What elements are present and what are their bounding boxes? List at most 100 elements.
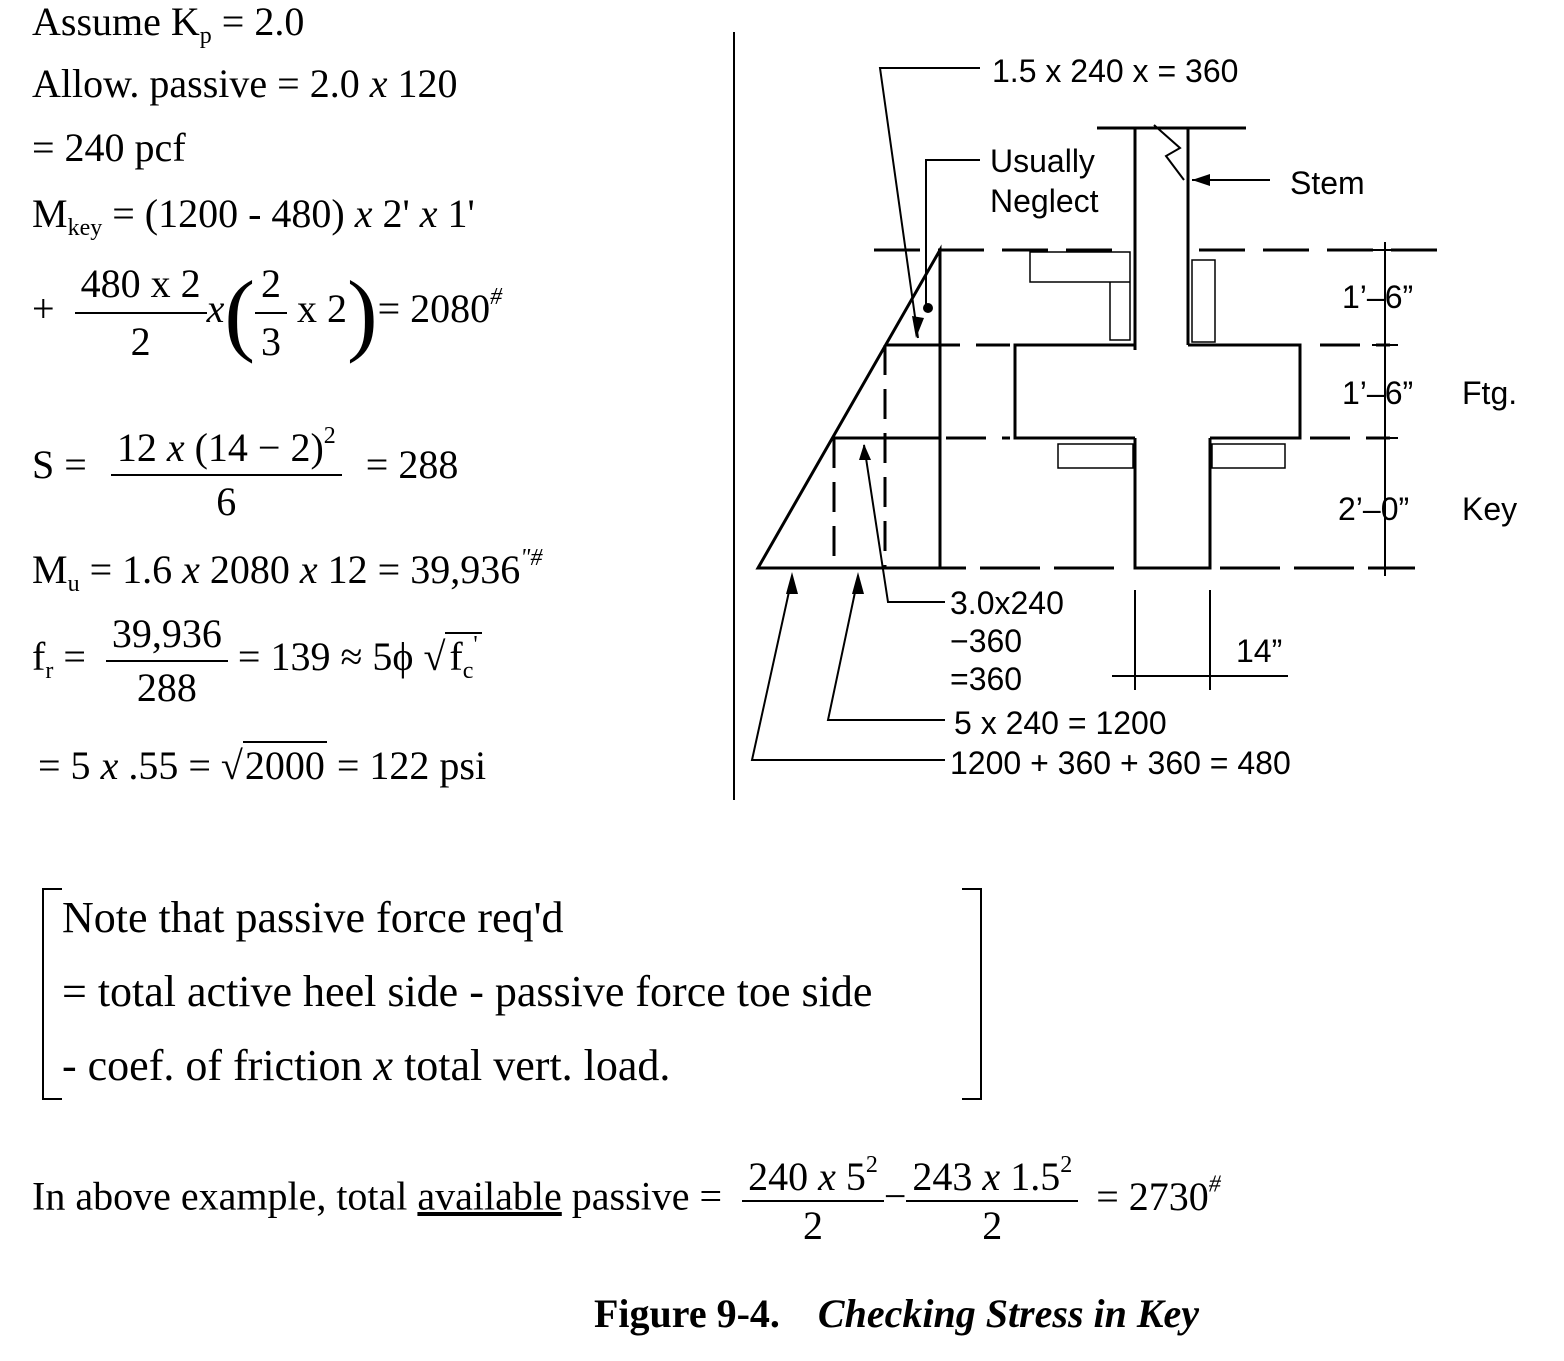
footing-outline [1013,343,1302,440]
sqrt-fc: √fc' [423,619,482,697]
fr-fraction: 39,936 288 [105,608,228,714]
passive-pressure-triangle [755,244,942,570]
psi-line: = 5 x .55 = √2000 = 122 psi [38,741,486,788]
stem-label: Stem [1290,165,1365,201]
times-symbol: x [982,1154,1001,1199]
times-symbol: x [182,547,200,592]
fc-prime: ' [473,632,478,659]
arrowhead [786,572,798,594]
exponent: 2 [323,423,336,449]
times-two: x 2 [296,286,347,332]
mkey-m: M [32,191,68,236]
dim-1-6-upper: 1’–6” [1342,279,1413,315]
fr-equals: = [53,634,86,680]
note-line-3-b: total vert. load. [393,1041,671,1090]
times-symbol: x [373,1041,394,1090]
allow-passive-value: 120 [387,61,458,106]
times-symbol: x [166,425,185,470]
plus-sign: + [32,286,55,332]
usually-label: Usually [990,143,1095,179]
vertical-divider [733,32,735,800]
fraction-2-over-3: 2 3 [254,256,287,370]
mkey-result: = 2080 [377,286,491,332]
mu-part-a: = 1.6 [79,547,183,592]
times-symbol: x [419,191,438,236]
mkey-fraction-line: + 480 x 2 2 x( 2 3 x 2)= 2080# [32,256,502,370]
leader-sum [750,577,945,761]
f2-num-b: 1.5 [1000,1154,1061,1199]
inch-pound-mark: "# [520,545,543,571]
key-outline [1133,438,1212,570]
fr-line: fr = 39,936 288 = 139 ≈ 5ϕ √fc' [32,608,482,714]
soil-hatch [1029,251,1286,469]
fraction-numerator: 243 x 1.52 [906,1152,1079,1202]
dim-1-6-footing: 1’–6” [1342,375,1413,411]
sqrt-radicand: 2000 [242,741,327,788]
key-width-dimension [1112,590,1288,690]
fraction-denominator: 2 [982,1203,1003,1248]
fraction-numerator: 240 x 52 [742,1152,884,1202]
figure-caption: Figure 9-4. Checking Stress in Key [594,1290,1199,1337]
psi-part-b: .55 = [118,743,221,788]
available-lead: In above example, total [32,1173,418,1219]
ftg-label: Ftg. [1462,375,1517,411]
pound-mark: # [490,284,503,311]
fraction-denominator: 2 [802,1203,823,1248]
available-fraction-1: 240 x 52 2 [742,1152,884,1249]
available-passive-line: In above example, total available passiv… [32,1152,1221,1249]
dim-14: 14” [1236,633,1282,669]
fr-result: = 139 ≈ 5ϕ [237,634,414,680]
leader-usually-neglect [925,159,980,312]
label-eq-360: =360 [950,661,1022,697]
note-line-3-a: - coef. of friction [62,1041,374,1090]
fraction-480x2-over-2: 480 x 2 2 [74,256,207,370]
arrowhead [859,444,871,460]
left-bracket [42,888,62,1100]
allow-passive-text: Allow. passive = 2.0 [32,61,370,106]
note-box: Note that passive force req'd = total ac… [42,888,982,1100]
key-label: Key [1462,491,1517,527]
mu-line: Mu = 1.6 x 2080 x 12 = 39,936"# [32,536,542,606]
kp-subscript: p [199,23,212,49]
arrowhead [1192,174,1210,186]
fraction-numerator: 480 x 2 [74,256,207,314]
fraction-denominator: 2 [130,319,151,364]
times-symbol: x [354,191,373,236]
times-symbol: x [369,61,388,106]
s-result: = 288 [365,442,459,488]
fr-f: f [32,634,46,680]
mkey-part-c: 1' [437,191,475,236]
neglect-label: Neglect [990,183,1099,219]
break-symbol [1153,124,1185,181]
s-num-a: 12 [116,425,167,470]
mu-m: M [32,547,68,592]
exponent: 2 [865,1152,878,1178]
leader-5x240 [826,577,945,721]
allow-passive-line: Allow. passive = 2.0 x 120 [32,62,457,106]
f1-num-a: 240 [748,1154,819,1199]
section-modulus-line: S = 12 x (14 − 2)2 6 = 288 [32,410,458,528]
note-line-2: = total active heel side - passive force… [62,967,873,1016]
figure-title: Checking Stress in Key [817,1291,1200,1336]
right-bracket [962,888,982,1100]
minus-sign: − [883,1173,907,1219]
vertical-dimension-line [1372,242,1398,576]
dim-2-0: 2’–0” [1338,491,1409,527]
key-stress-diagram: 1.5 x 240 x = 360 Usually Neglect Stem 1… [750,53,1517,781]
fraction-numerator: 39,936 [105,608,228,662]
sqrt-2000: √2000 [220,741,327,788]
section-modulus-fraction: 12 x (14 − 2)2 6 [110,410,342,528]
fraction-numerator: 2 [254,256,287,314]
pressure-dashes [832,345,887,568]
leader-top-label [878,67,980,339]
times-symbol: x [100,743,119,788]
top-load-label: 1.5 x 240 x = 360 [992,53,1238,89]
label-5x240: 5 x 240 = 1200 [954,705,1167,741]
assume-kp-line: Assume Kp = 2.0 [32,0,304,58]
fr-subscript: r [45,658,54,685]
times-symbol: x [206,286,225,332]
mkey-part-b: 2' [372,191,420,236]
s-label: S = [32,442,87,488]
label-minus-360: −360 [950,623,1022,659]
fraction-denominator: 288 [136,665,197,710]
